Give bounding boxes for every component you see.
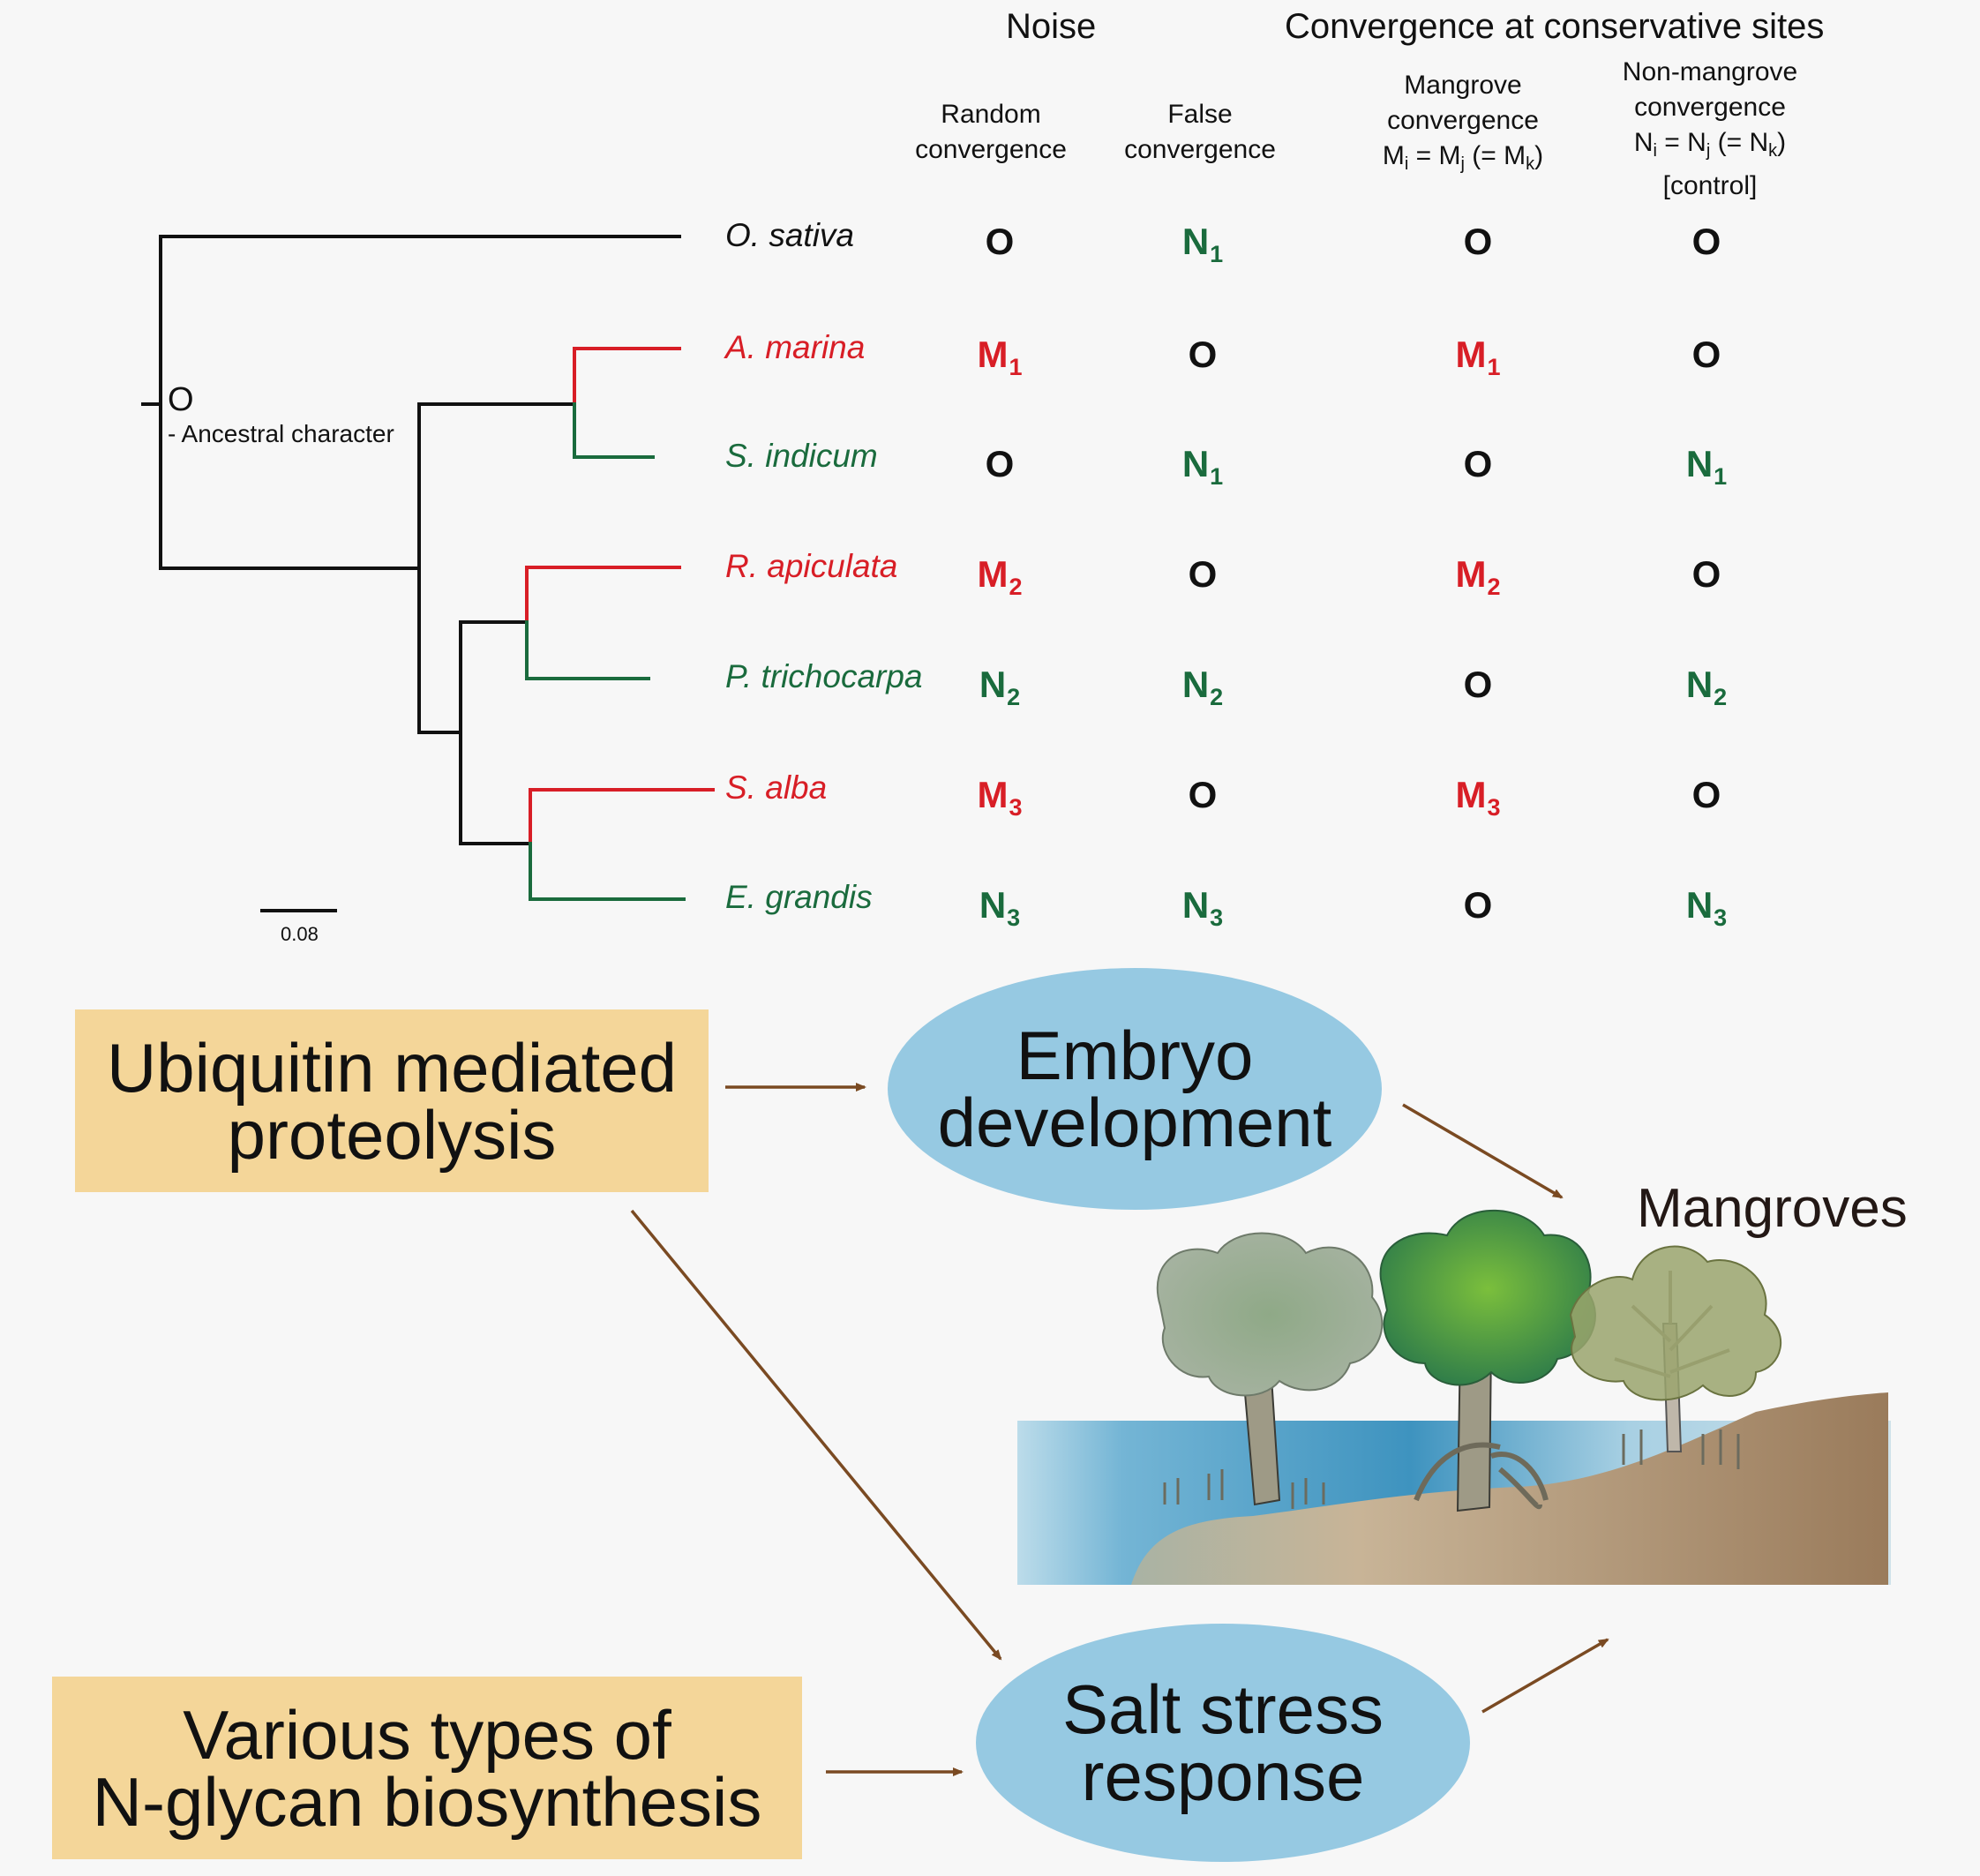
mangrove-cell: M2 bbox=[1455, 553, 1501, 601]
mangrove-convergence-header: Mangrove convergence Mi = Mj (= Mk) bbox=[1366, 68, 1560, 182]
species-label: R. apiculata bbox=[725, 548, 898, 584]
embryo-line1: Embryo bbox=[1016, 1017, 1254, 1094]
false-cell: N2 bbox=[1181, 664, 1224, 711]
random-cell: O bbox=[985, 221, 1015, 262]
false-cell: O bbox=[1188, 774, 1218, 815]
nglycan-line1: Various types of bbox=[183, 1695, 671, 1774]
random-cell: N3 bbox=[979, 884, 1021, 932]
shore bbox=[1131, 1392, 1888, 1585]
species-label: P. trichocarpa bbox=[725, 658, 923, 694]
mangrove-equation: Mi = Mj (= Mk) bbox=[1382, 141, 1544, 174]
mangrove-header-line1: Mangrove bbox=[1404, 71, 1522, 100]
mangrove-illustration bbox=[1017, 1209, 1891, 1585]
nonmangrove-header-line1: Non-mangrove bbox=[1622, 57, 1798, 86]
mangroves-label: Mangroves bbox=[1637, 1178, 1908, 1239]
species-label: E. grandis bbox=[725, 879, 873, 915]
nonmangrove-header-line2: convergence bbox=[1634, 93, 1786, 122]
species-label: S. alba bbox=[725, 769, 828, 806]
mangrove-cell: M1 bbox=[1455, 334, 1501, 381]
random-convergence-header: Random convergence bbox=[903, 97, 1079, 168]
random-cell: M3 bbox=[977, 774, 1023, 822]
random-cell: O bbox=[985, 443, 1015, 484]
false-cell: O bbox=[1188, 553, 1218, 595]
mangrove-cell: M3 bbox=[1455, 774, 1501, 822]
mangrove-cell: O bbox=[1463, 664, 1493, 705]
false-cell: N3 bbox=[1181, 884, 1224, 932]
ubiquitin-line2: proteolysis bbox=[227, 1095, 557, 1174]
ancestral-character-label: - Ancestral character bbox=[168, 420, 394, 447]
arrow-ubiquitin-salt bbox=[630, 1209, 1002, 1661]
mangrove-cell: O bbox=[1463, 884, 1493, 926]
species-label: S. indicum bbox=[725, 438, 878, 474]
species-label: A. marina bbox=[725, 329, 866, 365]
species-label: O. sativa bbox=[725, 217, 854, 253]
false-header-line1: False bbox=[1167, 100, 1233, 129]
random-cell: M2 bbox=[977, 553, 1023, 601]
mangrove-header-line2: convergence bbox=[1387, 106, 1539, 135]
root-state-label: O bbox=[168, 381, 194, 418]
false-cell: N1 bbox=[1181, 443, 1224, 491]
nonmangrove-cell: N3 bbox=[1685, 884, 1728, 932]
convergence-header: Convergence at conservative sites bbox=[1285, 7, 1825, 46]
tree2-roots bbox=[1414, 1442, 1549, 1510]
nonmangrove-cell: O bbox=[1691, 334, 1721, 375]
random-cell: N2 bbox=[979, 664, 1021, 711]
tree2-canopy bbox=[1379, 1209, 1596, 1386]
nonmangrove-cell: N1 bbox=[1685, 443, 1728, 491]
random-cell: M1 bbox=[977, 334, 1023, 381]
nonmangrove-cell: O bbox=[1691, 221, 1721, 262]
false-cell: O bbox=[1188, 334, 1218, 375]
tree1-canopy bbox=[1156, 1232, 1384, 1397]
false-header-line2: convergence bbox=[1124, 135, 1276, 164]
scale-label: 0.08 bbox=[281, 923, 319, 945]
arrow-salt-mangroves bbox=[1481, 1638, 1609, 1714]
random-header-line1: Random bbox=[941, 100, 1041, 129]
embryo-line2: development bbox=[937, 1084, 1332, 1161]
mangrove-cell: O bbox=[1463, 443, 1493, 484]
control-label: [control] bbox=[1662, 171, 1758, 200]
false-convergence-header: False convergence bbox=[1112, 97, 1288, 168]
tree3-canopy bbox=[1569, 1245, 1781, 1401]
nonmangrove-convergence-header: Non-mangrove convergence Ni = Nj (= Nk) … bbox=[1604, 55, 1816, 204]
noise-header: Noise bbox=[1006, 7, 1097, 46]
salt-line2: response bbox=[1081, 1737, 1365, 1815]
ubiquitin-line1: Ubiquitin mediated bbox=[106, 1028, 678, 1107]
nglycan-line2: N-glycan biosynthesis bbox=[92, 1762, 762, 1841]
nonmangrove-cell: O bbox=[1691, 553, 1721, 595]
nonmangrove-cell: N2 bbox=[1685, 664, 1728, 711]
random-header-line2: convergence bbox=[915, 135, 1067, 164]
nonmangrove-cell: O bbox=[1691, 774, 1721, 815]
nonmangrove-equation: Ni = Nj (= Nk) bbox=[1633, 128, 1787, 161]
salt-line1: Salt stress bbox=[1061, 1670, 1384, 1748]
mangrove-cell: O bbox=[1463, 221, 1493, 262]
arrow-embryo-mangroves bbox=[1402, 1103, 1564, 1199]
false-cell: N1 bbox=[1181, 221, 1224, 268]
